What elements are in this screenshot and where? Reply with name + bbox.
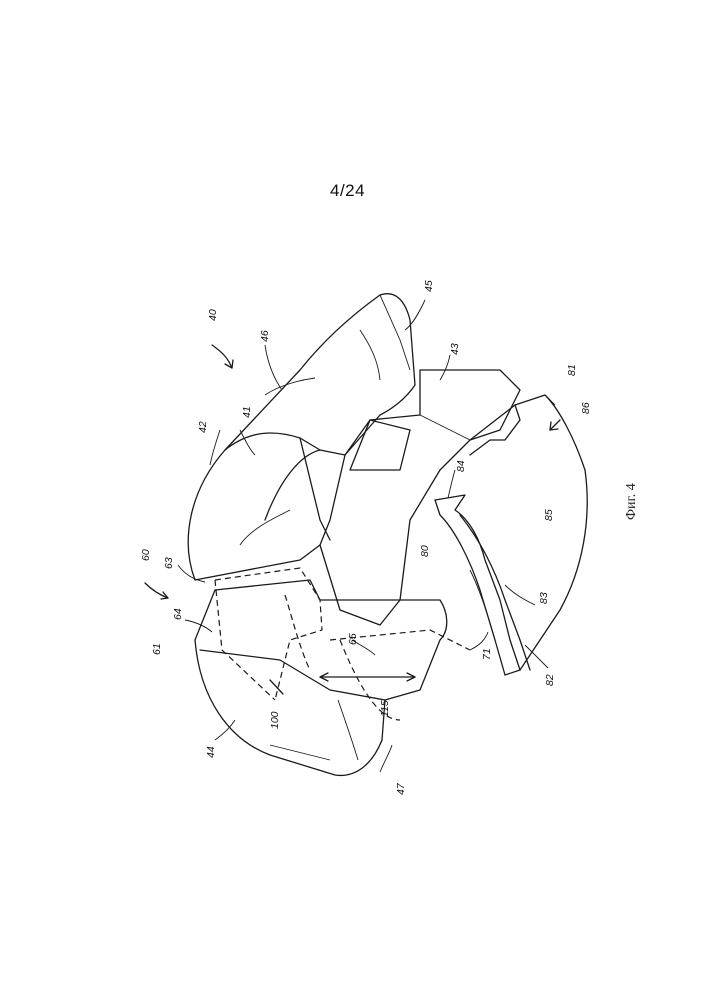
ref-65: 65 [347, 633, 359, 645]
ref-81: 81 [566, 364, 578, 376]
ref-84: 84 [455, 460, 467, 472]
ref-85: 85 [543, 509, 555, 521]
ref-44: 44 [205, 746, 217, 758]
ref-40: 40 [207, 309, 219, 321]
ref-41: 41 [241, 406, 253, 418]
ref-46: 46 [259, 330, 271, 342]
ref-71: 71 [481, 648, 493, 660]
ref-45: 45 [423, 280, 435, 292]
ref-115: 115 [379, 700, 391, 717]
ref-82: 82 [544, 674, 556, 686]
ref-100: 100 [269, 711, 281, 729]
upper-bar-body [188, 294, 415, 580]
arc-end-piece [470, 395, 587, 670]
leader-lines [178, 300, 548, 772]
ref-42: 42 [197, 421, 209, 433]
ref-63: 63 [163, 557, 175, 569]
hidden-lines [215, 568, 470, 720]
middle-block [320, 370, 520, 625]
ref-61: 61 [151, 643, 163, 655]
ref-60: 60 [140, 549, 152, 561]
ref-83: 83 [538, 592, 550, 604]
ref-86: 86 [580, 402, 592, 414]
ref-80: 80 [419, 545, 431, 557]
figure-caption: Фиг. 4 [624, 483, 640, 520]
ref-47: 47 [395, 782, 407, 795]
guide-slot [435, 495, 530, 675]
reference-numerals: 40 41 42 43 44 45 46 47 60 61 63 64 65 7… [140, 280, 592, 795]
ref-43: 43 [449, 343, 461, 355]
ref-64: 64 [172, 608, 184, 620]
